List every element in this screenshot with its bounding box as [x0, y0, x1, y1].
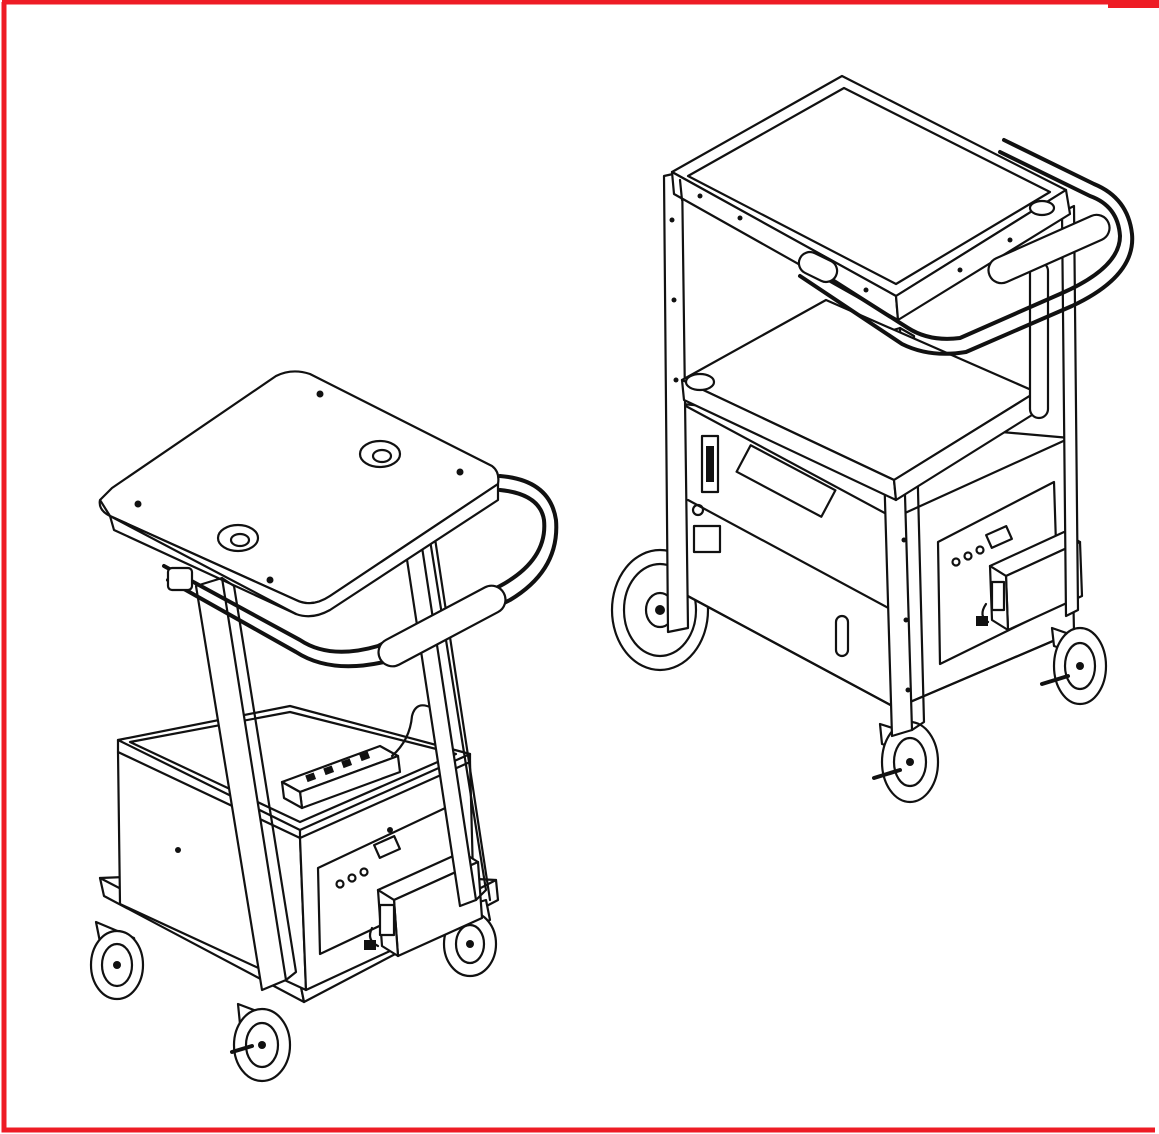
left-cart-caster-front-right	[230, 1002, 292, 1083]
right-cart-top-shelf	[670, 74, 1072, 322]
left-cart-power-strip	[280, 704, 440, 810]
left-cart-caster-front-left	[89, 920, 145, 1001]
left-cart-handle	[162, 474, 559, 669]
left-cart	[89, 370, 559, 1083]
right-cart-caster-rear	[1040, 626, 1108, 706]
right-cart	[610, 74, 1135, 804]
left-cart-top-tray	[98, 370, 500, 618]
right-cart-handle	[797, 138, 1135, 356]
right-cart-caster-front	[872, 720, 940, 804]
right-cart-outlet-box	[976, 530, 1084, 632]
frame-corner-tab	[1108, 0, 1159, 8]
left-cart-cabinet	[116, 704, 476, 992]
